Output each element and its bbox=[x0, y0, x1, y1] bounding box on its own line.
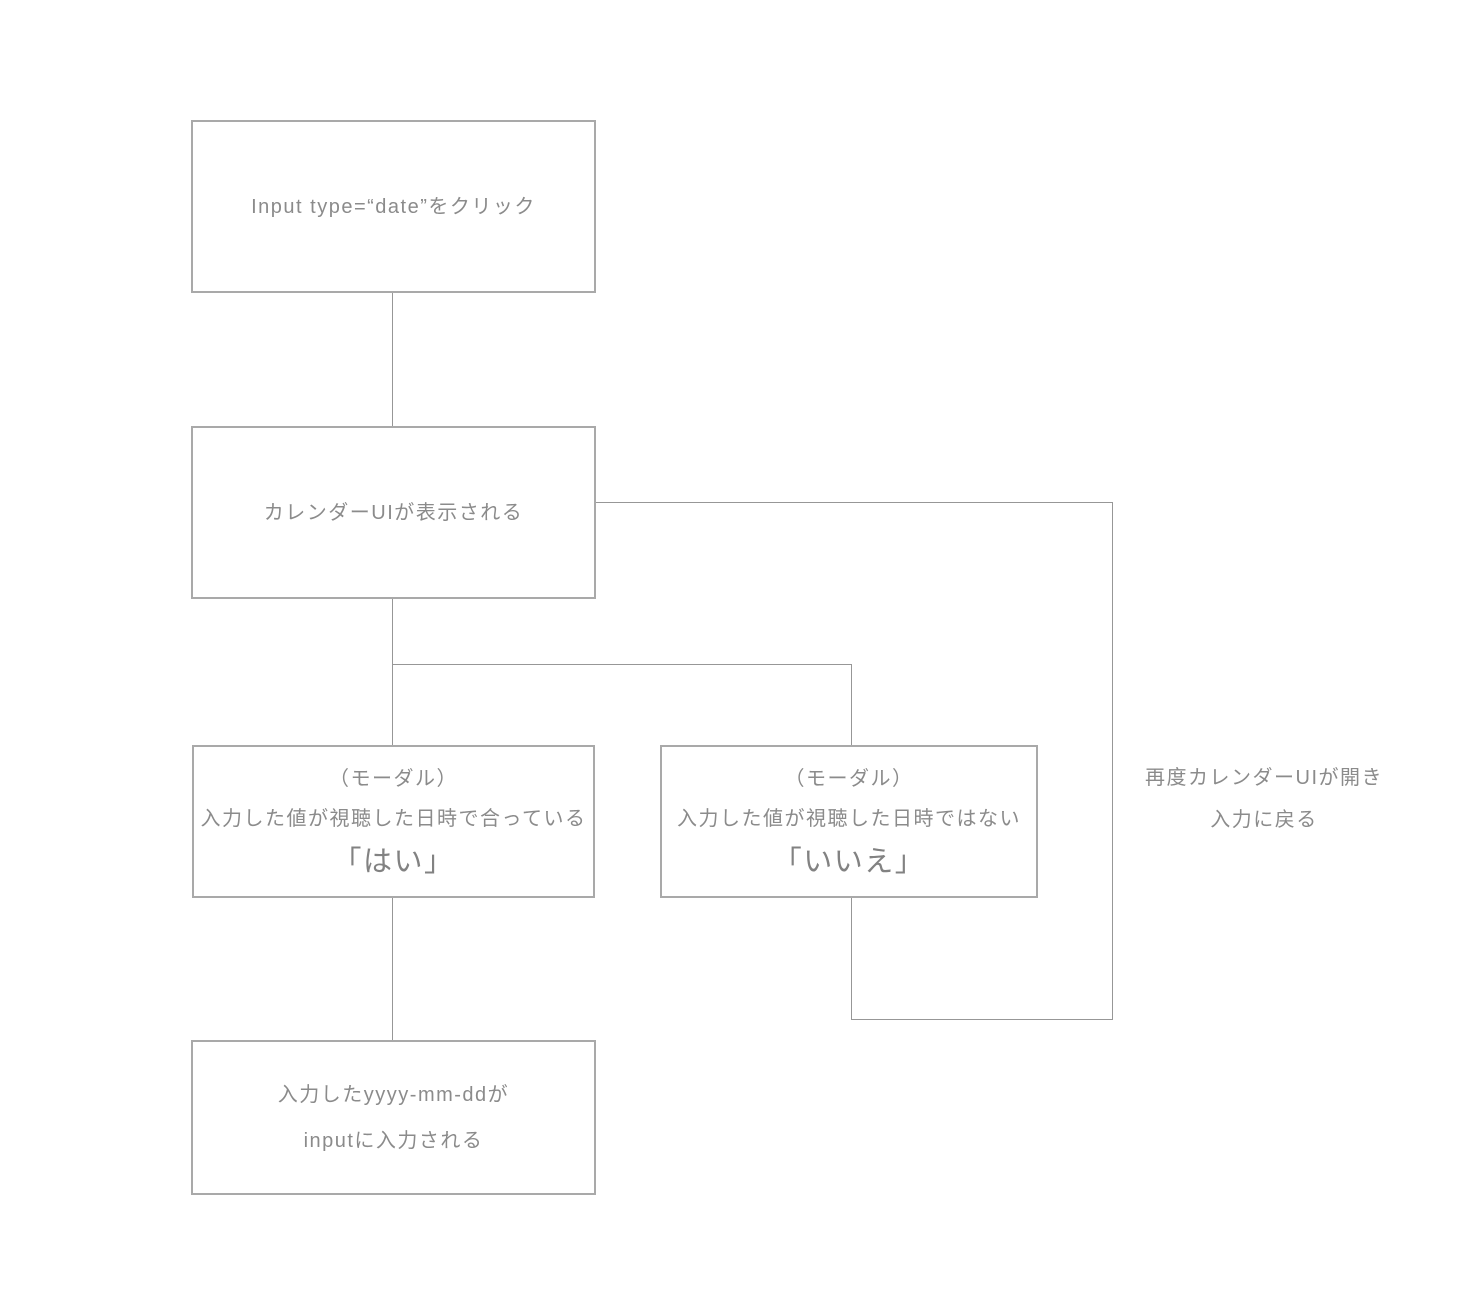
node-value-entered-in-input: 入力したyyyy-mm-ddが inputに入力される bbox=[191, 1040, 596, 1195]
connector-calendar-to-yes bbox=[392, 599, 393, 745]
connector-branch-horizontal bbox=[392, 664, 852, 665]
connector-loop-right bbox=[1112, 502, 1113, 1020]
node-label-line2: 入力した値が視聴した日時で合っている bbox=[200, 807, 587, 830]
connector-yes-to-filled bbox=[392, 898, 393, 1040]
loop-annotation: 再度カレンダーUIが開き 入力に戻る bbox=[1128, 757, 1400, 841]
connector-loop-top bbox=[596, 502, 1113, 503]
connector-no-to-loop bbox=[851, 898, 852, 1019]
node-label-yes: 「はい」 bbox=[332, 845, 455, 878]
connector-loop-bottom bbox=[851, 1019, 1113, 1020]
loop-annotation-line2: 入力に戻る bbox=[1210, 809, 1318, 831]
node-modal-confirm-no: （モーダル） 入力した値が視聴した日時ではない 「いいえ」 bbox=[660, 745, 1038, 898]
node-label-no: 「いいえ」 bbox=[772, 845, 926, 878]
node-label-line2: 入力した値が視聴した日時ではない bbox=[677, 807, 1021, 830]
node-click-date-input: Input type=“date”をクリック bbox=[191, 120, 596, 293]
connector-click-to-calendar bbox=[392, 293, 393, 426]
node-label-line1: （モーダル） bbox=[784, 767, 914, 790]
node-label: カレンダーUIが表示される bbox=[263, 501, 524, 524]
node-calendar-ui-shown: カレンダーUIが表示される bbox=[191, 426, 596, 599]
connector-branch-to-no bbox=[851, 664, 852, 745]
node-label-line2: inputに入力される bbox=[303, 1129, 484, 1152]
node-label-line1: 入力したyyyy-mm-ddが bbox=[277, 1083, 510, 1106]
node-modal-confirm-yes: （モーダル） 入力した値が視聴した日時で合っている 「はい」 bbox=[192, 745, 595, 898]
loop-annotation-line1: 再度カレンダーUIが開き bbox=[1145, 767, 1383, 789]
node-label-line1: （モーダル） bbox=[329, 767, 458, 790]
node-label: Input type=“date”をクリック bbox=[251, 195, 536, 218]
